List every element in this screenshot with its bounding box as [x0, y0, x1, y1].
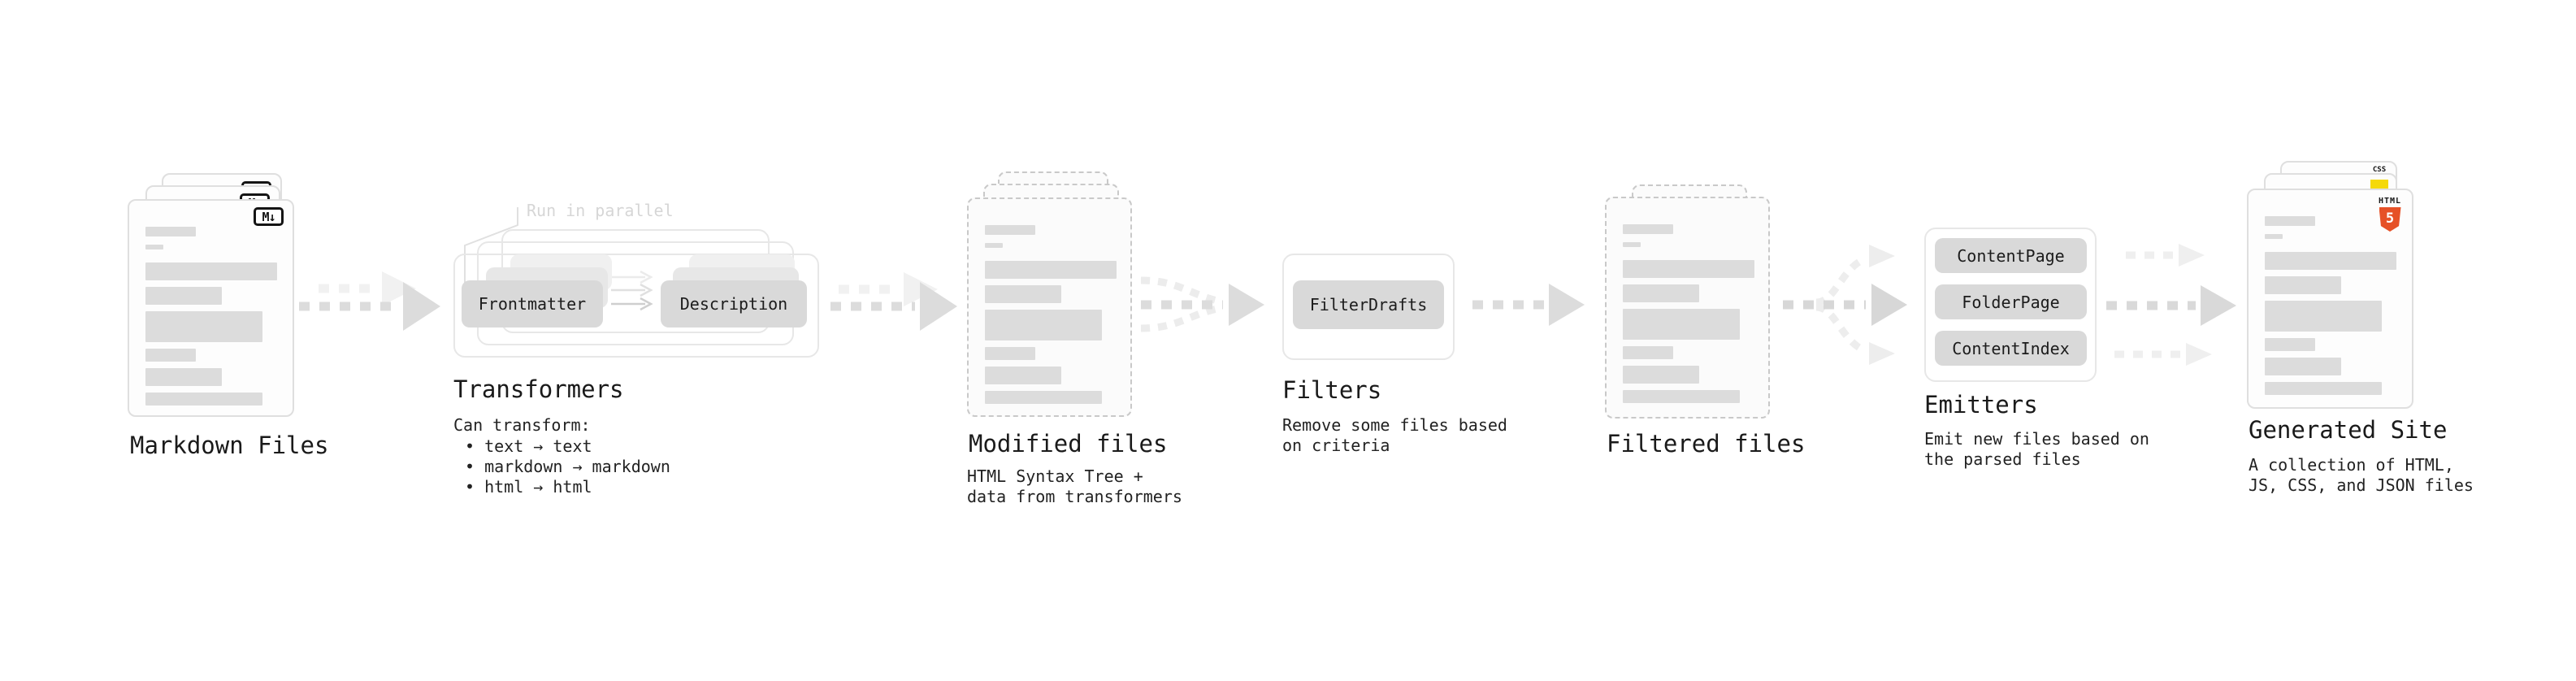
filters-subtitle: Remove some files based on criteria — [1282, 415, 1507, 455]
text-line — [985, 285, 1061, 303]
emitter-contentindex-node: ContentIndex — [1935, 331, 2087, 366]
arrows-emitters-to-generated — [2106, 244, 2236, 366]
text-line — [2265, 216, 2315, 226]
html5-icon: HTML 5 — [2378, 197, 2402, 232]
text-line — [2265, 338, 2315, 351]
text-line — [1623, 260, 1754, 278]
emitter-folderpage-node: FolderPage — [1935, 284, 2087, 319]
file-content-bars — [1623, 224, 1754, 403]
transformers-bullet-1: • text → text — [465, 436, 592, 456]
text-line — [2265, 382, 2382, 395]
transformer-description-node: Description — [661, 280, 807, 327]
file-content-bars — [2265, 216, 2396, 395]
modified-files-label: Modified files — [969, 430, 1168, 458]
modified-file-front — [967, 197, 1132, 417]
emitters-subtitle: Emit new files based on the parsed files — [1924, 429, 2149, 469]
file-content-bars — [145, 227, 277, 406]
text-line — [2265, 301, 2382, 332]
text-line — [2265, 358, 2341, 375]
generated-site-label: Generated Site — [2249, 416, 2448, 444]
filter-filterdrafts-node: FilterDrafts — [1293, 280, 1444, 329]
filtered-file-front — [1605, 197, 1770, 419]
text-line — [985, 347, 1035, 360]
text-line — [1623, 242, 1641, 247]
text-line — [1623, 284, 1699, 302]
run-in-parallel-note: Run in parallel — [527, 201, 674, 220]
text-line — [1623, 309, 1740, 340]
text-line — [145, 349, 196, 362]
generated-file-html: HTML 5 — [2247, 189, 2413, 409]
markdown-icon: M↓ — [254, 207, 284, 226]
markdown-file-front: M↓ — [128, 199, 294, 417]
generated-site-subtitle: A collection of HTML, JS, CSS, and JSON … — [2249, 455, 2474, 495]
arrow-filtered-to-emitters-split — [1783, 245, 1907, 365]
transformers-subtitle: Can transform: — [453, 415, 591, 435]
emitter-contentpage-node: ContentPage — [1935, 238, 2087, 273]
arrow-transformers-to-modified — [830, 272, 957, 331]
text-line — [145, 245, 163, 249]
arrow-modified-to-filters-merge — [1140, 276, 1264, 332]
text-line — [1623, 346, 1673, 359]
transformer-frame-front — [453, 254, 819, 358]
text-line — [2265, 276, 2341, 294]
file-content-bars — [985, 225, 1117, 404]
transformers-bullet-3: • html → html — [465, 477, 592, 497]
text-line — [985, 391, 1102, 404]
text-line — [2265, 252, 2396, 270]
text-line — [145, 287, 222, 305]
text-line — [145, 311, 262, 342]
text-line — [1623, 366, 1699, 384]
text-line — [1623, 224, 1673, 234]
modified-files-subtitle: HTML Syntax Tree + data from transformer… — [967, 466, 1182, 506]
transformers-bullet-2: • markdown → markdown — [465, 457, 670, 476]
arrow-markdown-to-transformers — [299, 271, 440, 331]
filters-title: Filters — [1282, 376, 1382, 404]
javascript-icon — [2370, 180, 2388, 191]
filtered-files-label: Filtered files — [1607, 430, 1806, 458]
text-line — [145, 227, 196, 236]
emitters-title: Emitters — [1924, 391, 2038, 419]
text-line — [985, 243, 1003, 248]
text-line — [985, 261, 1117, 279]
markdown-files-label: Markdown Files — [130, 432, 329, 459]
text-line — [985, 225, 1035, 235]
text-line — [985, 367, 1061, 384]
transformer-frontmatter-node: Frontmatter — [462, 280, 603, 327]
text-line — [985, 310, 1102, 340]
text-line — [2265, 234, 2283, 239]
text-line — [145, 368, 222, 386]
text-line — [145, 262, 277, 280]
arrow-filters-to-filtered — [1472, 284, 1585, 326]
transformers-title: Transformers — [453, 375, 624, 403]
text-line — [145, 393, 262, 406]
text-line — [1623, 390, 1740, 403]
